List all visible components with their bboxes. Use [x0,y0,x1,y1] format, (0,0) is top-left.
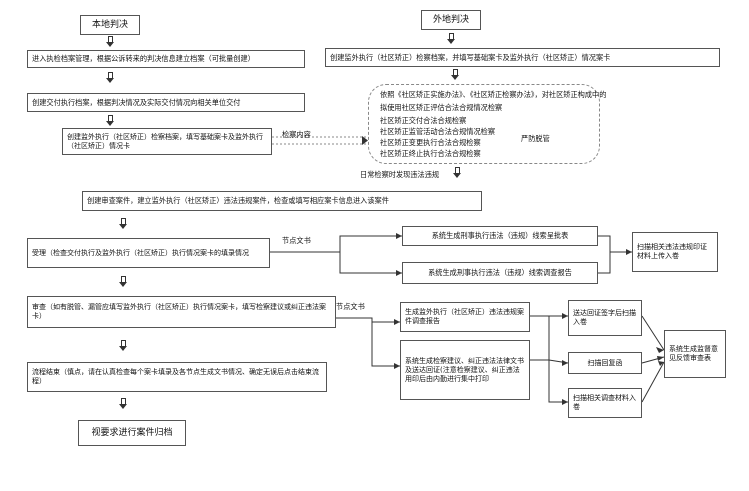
local-step-archive[interactable]: 进入执检档案管理，根据公诉转来的判决信息建立档案（可批量创建） [27,50,305,68]
arrow-down-icon [447,33,455,45]
check-content-box [368,84,600,164]
review-case-label: 审查（如有脱管、漏管应填写监外执行（社区矫正）执行情况案卡，填写检察建议或纠正违… [32,303,326,320]
check-content-label: 检察内容 [282,130,311,139]
scan-upload-evidence-label: 扫描相关违法违规印证材料上传入卷 [637,243,707,260]
remote-judgment-label: 外地判决 [432,15,469,25]
arrow-down-icon [119,340,127,352]
local-step-archive-label: 进入执检档案管理，根据公诉转来的判决信息建立档案（可批量创建） [32,54,255,63]
review-case[interactable]: 审查（如有脱管、漏管应填写监外执行（社区矫正）执行情况案卡，填写检察建议或纠正违… [27,296,336,328]
sys-clue-approval[interactable]: 系统生成刑事执行违法（违规）线索呈批表 [402,226,598,246]
gen-case-report-label: 生成监外执行（社区矫正）违法违规案件调查报告 [405,308,524,325]
arrow-down-icon [106,36,114,48]
check-item: 社区矫正交付合法合规检察 [380,116,467,125]
check-item: 依照《社区矫正实施办法》、《社区矫正检察办法》，对社区矫正构成中的 [380,90,607,99]
check-item: 社区矫正变更执行合法合规检察 [380,138,481,147]
end-process-label: 流程结束（慎点，请在认真检查每个案卡填录及各节点生成文书情况、确定无误后点击结束… [32,368,319,385]
gen-suggestion-docs-label: 系统生成检察建议、纠正违法法律文书及送达回证(注意检察建议、纠正违法用印后由内勤… [405,356,524,383]
create-review-case[interactable]: 创建审查案件，建立监外执行（社区矫正）违法违规案件，检查或填写相应案卡信息进入该… [82,191,482,211]
gen-case-report[interactable]: 生成监外执行（社区矫正）违法违规案件调查报告 [400,302,530,332]
arrow-down-icon [453,167,461,179]
arrow-down-icon [106,115,114,127]
accept-case-label: 受理（检查交付执行及监外执行（社区矫正）执行情况案卡的填录情况 [32,248,249,257]
local-judgment-header: 本地判决 [80,15,140,35]
sys-clue-approval-label: 系统生成刑事执行违法（违规）线索呈批表 [431,231,569,240]
feedback-review-form[interactable]: 系统生成监督意见反馈审查表 [664,330,726,378]
check-item: 拟使用社区矫正评估合法合规情况检察 [380,103,503,112]
local-step-community-file-label: 创建监外执行（社区矫正）检察档案，填写基础案卡及监外执行（社区矫正）情况卡 [67,132,263,150]
remote-step-community-file[interactable]: 创建监外执行（社区矫正）检察档案，并填写基础案卡及监外执行（社区矫正）情况案卡 [325,48,720,67]
archive-case[interactable]: 视要求进行案件归档 [78,420,186,446]
node-doc-label: 节点文书 [282,236,311,245]
local-step-delivery[interactable]: 创建交付执行档案，根据判决情况及实际交付情况向相关单位交付 [27,93,305,112]
deliver-receipt-scan-label: 送达回证签字后扫描入卷 [573,309,636,326]
strict-supervision-label: 严防脱管 [521,134,550,143]
scan-reply-letter[interactable]: 扫描回复函 [568,352,642,374]
scan-investigation-material[interactable]: 扫描相关调查材料入卷 [568,388,642,418]
sys-clue-report[interactable]: 系统生成刑事执行违法（违规）线索调查报告 [402,262,598,284]
accept-case[interactable]: 受理（检查交付执行及监外执行（社区矫正）执行情况案卡的填录情况 [27,238,270,268]
local-judgment-label: 本地判决 [91,20,128,30]
local-step-community-file[interactable]: 创建监外执行（社区矫正）检察档案，填写基础案卡及监外执行（社区矫正）情况卡 [62,128,272,155]
arrow-down-icon [119,398,127,410]
feedback-review-form-label: 系统生成监督意见反馈审查表 [669,345,718,362]
arrow-down-icon [119,218,127,230]
scan-reply-letter-label: 扫描回复函 [587,358,623,367]
deliver-receipt-scan[interactable]: 送达回证签字后扫描入卷 [568,300,642,336]
arrow-down-icon [106,72,114,84]
scan-investigation-material-label: 扫描相关调查材料入卷 [573,394,636,411]
daily-inspection-label: 日常检察时发现违法违规 [360,170,440,179]
check-item: 社区矫正监管活动合法合规情况检察 [380,127,496,136]
gen-suggestion-docs[interactable]: 系统生成检察建议、纠正违法法律文书及送达回证(注意检察建议、纠正违法用印后由内勤… [400,340,530,400]
create-review-case-label: 创建审查案件，建立监外执行（社区矫正）违法违规案件，检查或填写相应案卡信息进入该… [87,196,389,205]
remote-step-community-file-label: 创建监外执行（社区矫正）检察档案，并填写基础案卡及监外执行（社区矫正）情况案卡 [330,52,611,62]
arrow-down-icon [451,69,459,81]
local-step-delivery-label: 创建交付执行档案，根据判决情况及实际交付情况向相关单位交付 [32,97,241,107]
archive-case-label: 视要求进行案件归档 [91,428,173,438]
arrow-down-icon [119,276,127,288]
node-doc-label: 节点文书 [336,302,365,311]
check-item: 社区矫正终止执行合法合规检察 [380,149,481,158]
remote-judgment-header: 外地判决 [421,10,481,30]
end-process[interactable]: 流程结束（慎点，请在认真检查每个案卡填录及各节点生成文书情况、确定无误后点击结束… [27,362,327,392]
sys-clue-report-label: 系统生成刑事执行违法（违规）线索调查报告 [428,268,572,277]
scan-upload-evidence[interactable]: 扫描相关违法违规印证材料上传入卷 [632,232,718,272]
